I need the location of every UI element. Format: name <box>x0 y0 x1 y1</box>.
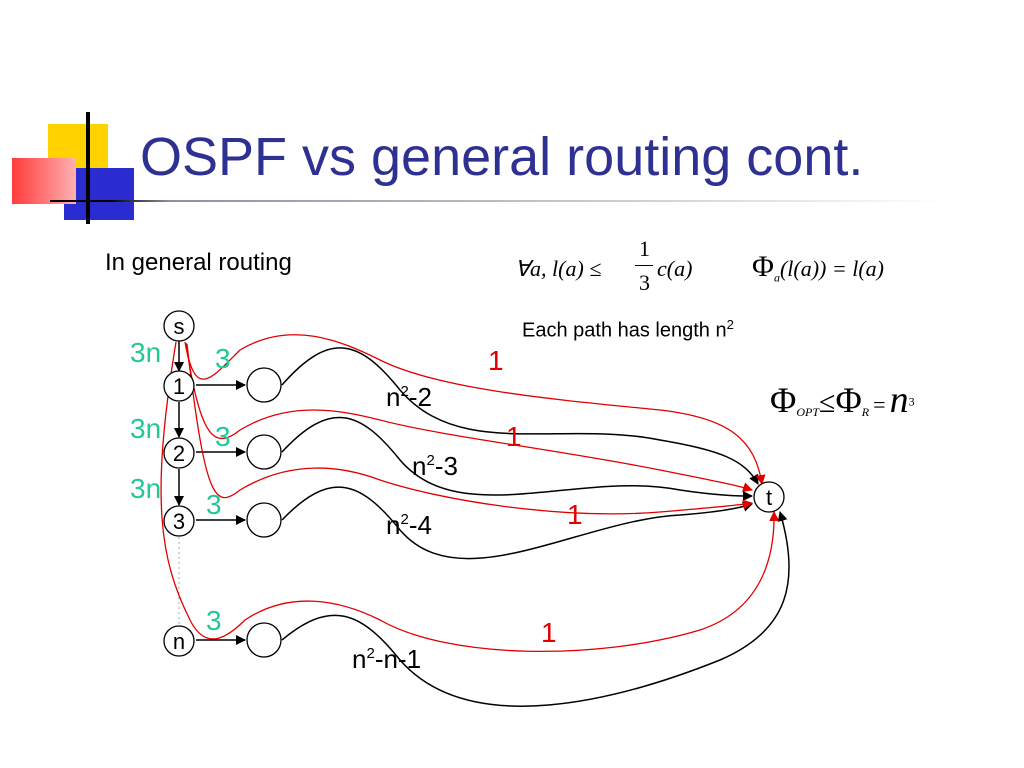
constraint-den: 3 <box>639 270 650 295</box>
path-label-n: n2-n-1 <box>352 644 421 674</box>
phi-sub: a <box>773 270 780 285</box>
intro-text: In general routing <box>105 249 292 276</box>
opt-sub: OPT <box>796 405 819 420</box>
phi-opt-symbol: Φ <box>770 380 797 420</box>
weight-3-3: 3 <box>206 489 222 520</box>
flow-3 <box>186 343 753 515</box>
potential-formula: Φa(l(a)) = l(a) <box>752 250 884 285</box>
path-3 <box>281 486 753 560</box>
constraint-lhs: ∀a, l(a) ≤ <box>515 256 602 281</box>
svg-text:1: 1 <box>173 374 185 399</box>
flow-label-2: 1 <box>506 421 522 452</box>
node-n: n <box>163 625 195 657</box>
node-1: 1 <box>163 370 195 402</box>
weight-3n-3: 3n <box>130 473 161 504</box>
weight-3-2: 3 <box>215 421 231 452</box>
flow-label-n: 1 <box>541 617 557 648</box>
page-title: OSPF vs general routing cont. <box>140 127 864 187</box>
node-s: s <box>163 310 195 342</box>
svg-text:t: t <box>766 485 772 510</box>
flow-2 <box>185 342 753 492</box>
flow-n <box>160 341 780 653</box>
weight-3n-2: 3n <box>130 413 161 444</box>
path-length-sup: 2 <box>726 317 734 332</box>
path-label-1: n2-2 <box>386 382 432 412</box>
svg-text:2: 2 <box>173 441 185 466</box>
constraint-rhs: c(a) <box>657 256 693 281</box>
flow-label-1: 1 <box>488 345 504 376</box>
phi-symbol: Φ <box>752 250 774 283</box>
potential-rest: (l(a)) = l(a) <box>779 256 884 281</box>
phi-r-symbol: Φ <box>835 380 862 420</box>
n-exp: 3 <box>908 394 915 409</box>
result-formula: ΦOPT≤ΦR=n3 <box>770 378 915 422</box>
svg-text:s: s <box>174 314 185 339</box>
node-3: 3 <box>163 505 195 537</box>
path-label-2: n2-3 <box>412 451 458 481</box>
path-label-3: n2-4 <box>386 510 432 540</box>
weight-3n-1: 3n <box>130 337 161 368</box>
svg-text:n: n <box>173 629 185 654</box>
constraint-formula: ∀a, l(a) ≤ 1 3 c(a) <box>515 236 725 300</box>
n-symbol: n <box>889 379 909 421</box>
path-1 <box>281 347 759 485</box>
path-length-text: Each path has length n <box>522 319 727 342</box>
r-sub: R <box>861 405 870 420</box>
path-n <box>281 511 790 707</box>
mid-node-3 <box>246 502 282 538</box>
eq-symbol: = <box>873 392 886 417</box>
node-t: t <box>753 481 785 513</box>
mid-node-1 <box>246 367 282 403</box>
mid-node-2 <box>246 434 282 470</box>
path-2 <box>281 416 753 501</box>
mid-node-n <box>246 622 282 658</box>
svg-text:3: 3 <box>173 509 185 534</box>
constraint-num: 1 <box>639 236 650 261</box>
flow-1 <box>184 334 766 485</box>
path-length-note: Each path has length n2 <box>522 317 734 343</box>
node-2: 2 <box>163 437 195 469</box>
flow-label-3: 1 <box>567 499 583 530</box>
weight-3-1: 3 <box>215 343 231 374</box>
le-symbol: ≤ <box>819 386 836 419</box>
weight-3-n: 3 <box>206 605 222 636</box>
